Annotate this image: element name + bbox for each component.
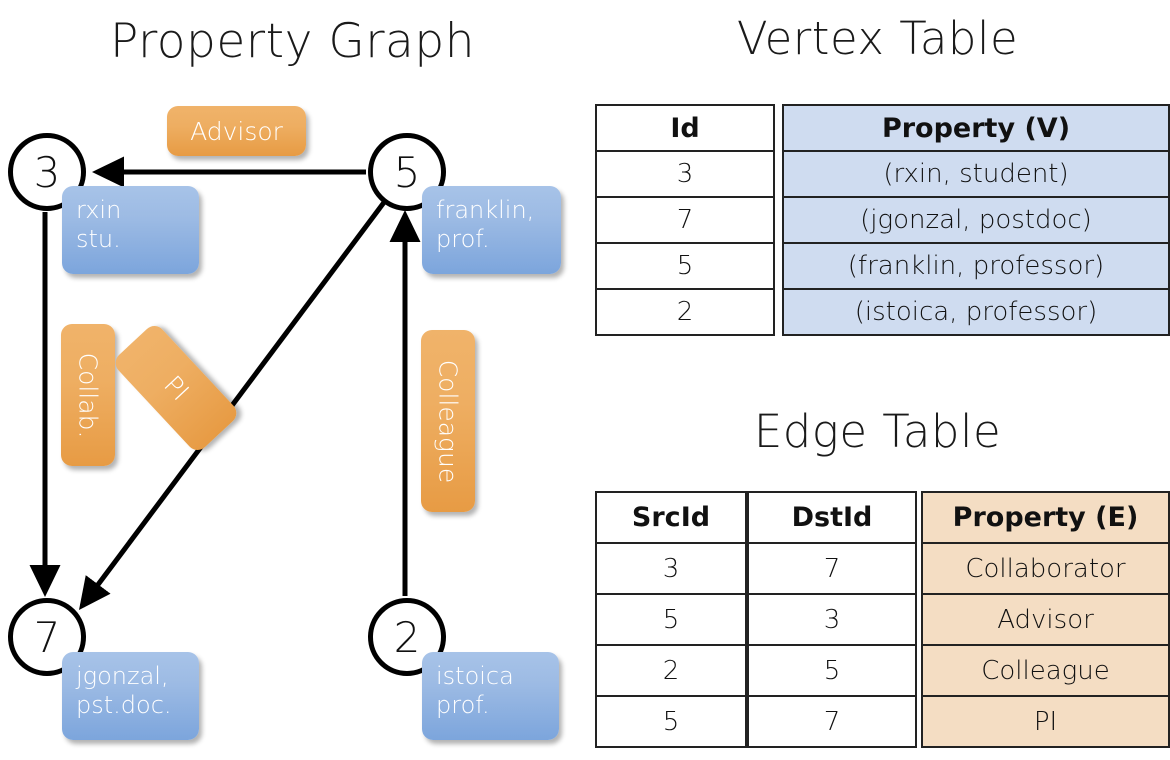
edge-table-cell-property: Collaborator	[921, 542, 1170, 595]
edge-table-cell-srcid: 3	[595, 542, 747, 595]
vertex-property-box-5-line2: prof.	[436, 225, 490, 254]
vertex-table-cell-id: 7	[595, 196, 775, 244]
table-row: PI	[921, 695, 1170, 748]
table-row: 3	[747, 593, 917, 646]
edge-table-cell-srcid: 2	[595, 644, 747, 697]
vertex-table-cell-property: (franklin, professor)	[782, 242, 1170, 290]
vertex-property-box-7[interactable]: jgonzal, pst.doc.	[62, 652, 199, 740]
table-row: (jgonzal, postdoc)	[782, 196, 1170, 244]
table-row: 7	[747, 542, 917, 595]
table-row: 7	[595, 196, 775, 244]
vertex-table-cell-id: 3	[595, 150, 775, 198]
edge-table-cell-property: PI	[921, 695, 1170, 748]
graph-node-7-label: 7	[33, 612, 61, 662]
edge-label-collab-text: Collab.	[73, 352, 103, 438]
edge-label-pi-text: PI	[157, 369, 195, 407]
vertex-table-cell-id: 5	[595, 242, 775, 290]
edge-table-cell-dstid: 7	[747, 695, 917, 748]
table-row: 5	[595, 695, 747, 748]
vertex-property-box-7-line1: jgonzal,	[76, 662, 169, 690]
vertex-property-box-2[interactable]: istoica prof.	[422, 652, 559, 740]
edge-table-header-srcid: SrcId	[595, 491, 747, 544]
vertex-table-header-property: Property (V)	[782, 104, 1170, 152]
vertex-property-box-5-line1: franklin,	[436, 196, 535, 224]
table-row: (istoica, professor)	[782, 288, 1170, 336]
graph-node-5-label: 5	[393, 147, 421, 197]
edge-5-to-7	[79, 195, 391, 611]
vertex-property-box-2-line2: prof.	[436, 691, 490, 720]
edge-table-title: Edge Table	[753, 405, 1002, 458]
edge-table-cell-dstid: 5	[747, 644, 917, 697]
vertex-table-cell-property: (istoica, professor)	[782, 288, 1170, 336]
vertex-property-box-3-line2: stu.	[76, 225, 121, 254]
edge-label-advisor[interactable]: Advisor	[167, 106, 306, 156]
vertex-property-box-3[interactable]: rxin stu.	[62, 186, 199, 274]
table-row: 3	[595, 542, 747, 595]
edge-table-cell-property: Colleague	[921, 644, 1170, 697]
vertex-table-cell-id: 2	[595, 288, 775, 336]
table-header-row: Property (E)	[921, 491, 1170, 544]
property-graph-title: Property Graph	[110, 14, 475, 69]
edge-table-cell-dstid: 3	[747, 593, 917, 646]
table-header-row: Property (V)	[782, 104, 1170, 152]
table-row: 7	[747, 695, 917, 748]
vertex-property-box-2-line1: istoica	[436, 662, 514, 690]
table-row: 2	[595, 288, 775, 336]
vertex-property-box-3-line1: rxin	[76, 196, 122, 224]
table-row: 5	[595, 242, 775, 290]
table-row: Collaborator	[921, 542, 1170, 595]
table-row: 3	[595, 150, 775, 198]
vertex-table-cell-property: (jgonzal, postdoc)	[782, 196, 1170, 244]
table-row: (franklin, professor)	[782, 242, 1170, 290]
edge-table-cell-dstid: 7	[747, 542, 917, 595]
vertex-table-property-column: Property (V) (rxin, student)(jgonzal, po…	[782, 104, 1170, 336]
edge-label-colleague-text: Colleague	[433, 359, 463, 483]
edge-table-header-dstid: DstId	[747, 491, 917, 544]
table-row: 5	[595, 593, 747, 646]
vertex-table-title: Vertex Table	[736, 12, 1019, 65]
table-row: 5	[747, 644, 917, 697]
graph-node-5[interactable]: 5	[368, 133, 446, 211]
edge-table-cell-property: Advisor	[921, 593, 1170, 646]
table-row: 2	[595, 644, 747, 697]
edge-label-collab[interactable]: Collab.	[61, 324, 115, 466]
edge-table-header-property: Property (E)	[921, 491, 1170, 544]
table-row: Advisor	[921, 593, 1170, 646]
graph-node-3-label: 3	[33, 147, 61, 197]
graph-node-2-label: 2	[393, 612, 421, 662]
edge-table-cell-srcid: 5	[595, 695, 747, 748]
table-row: Colleague	[921, 644, 1170, 697]
graph-node-2[interactable]: 2	[368, 598, 446, 676]
edge-label-advisor-text: Advisor	[190, 116, 283, 146]
vertex-table-cell-property: (rxin, student)	[782, 150, 1170, 198]
vertex-property-box-7-line2: pst.doc.	[76, 691, 172, 720]
graph-edges	[29, 156, 421, 611]
table-header-row: DstId	[747, 491, 917, 544]
edge-label-colleague[interactable]: Colleague	[421, 330, 475, 512]
vertex-table-header-id: Id	[595, 104, 775, 152]
table-header-row: Id	[595, 104, 775, 152]
table-row: (rxin, student)	[782, 150, 1170, 198]
edge-table-cell-srcid: 5	[595, 593, 747, 646]
table-header-row: SrcId	[595, 491, 747, 544]
vertex-property-box-5[interactable]: franklin, prof.	[422, 186, 561, 274]
